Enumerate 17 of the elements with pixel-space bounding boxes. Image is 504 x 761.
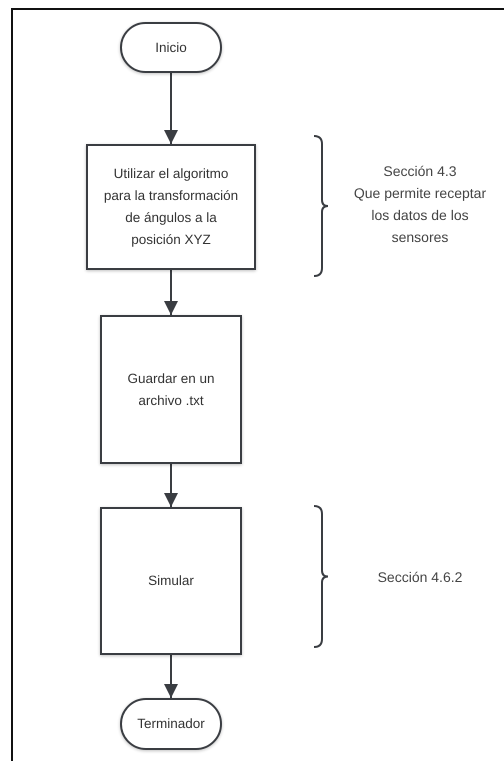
node-label: Guardar en un archivo .txt bbox=[126, 370, 216, 410]
process-box bbox=[86, 144, 256, 270]
node-label: Utilizar el algoritmo para la transformación de ángulos a la posición XYZ bbox=[102, 165, 240, 249]
process-box bbox=[100, 315, 242, 464]
section-note: Sección 4.6.2 bbox=[376, 568, 464, 587]
arrow bbox=[164, 464, 178, 507]
node-label: Terminador bbox=[137, 715, 205, 733]
arrow bbox=[164, 655, 178, 698]
arrow bbox=[164, 270, 178, 315]
terminator-shape bbox=[120, 698, 222, 750]
section-note: Que permite receptar los datos de los sensores bbox=[352, 184, 488, 247]
node-label: Simular bbox=[148, 572, 194, 590]
arrow bbox=[164, 73, 178, 144]
section-note: Sección 4.3 bbox=[382, 162, 458, 181]
terminator-shape bbox=[120, 22, 222, 73]
process-box bbox=[100, 507, 242, 655]
node-label: Inicio bbox=[155, 38, 187, 56]
